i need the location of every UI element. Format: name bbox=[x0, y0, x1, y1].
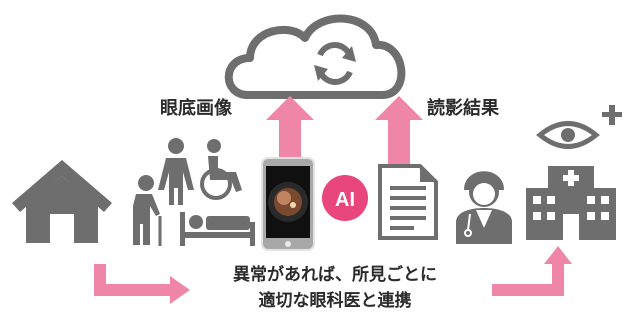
doctor-icon bbox=[456, 171, 512, 244]
document-icon bbox=[378, 164, 438, 240]
ai-badge-icon: AI bbox=[322, 175, 368, 221]
ai-label: AI bbox=[335, 189, 355, 211]
fundus-images-label: 眼底画像 bbox=[160, 98, 232, 119]
reading-results-label: 読影結果 bbox=[427, 98, 499, 119]
download-arrow bbox=[375, 96, 423, 164]
upload-arrow bbox=[266, 96, 314, 164]
referral-message: 異常があれば、所見ごとに 適切な眼科医と連携 bbox=[170, 262, 500, 314]
elderly-cane-icon bbox=[133, 175, 162, 246]
smartphone-fundus-icon bbox=[261, 157, 315, 251]
wheelchair-icon bbox=[200, 139, 242, 200]
standing-person-icon bbox=[158, 138, 194, 205]
cloud-sync-icon bbox=[224, 14, 406, 99]
bedridden-icon bbox=[180, 212, 255, 246]
house-icon bbox=[12, 160, 112, 243]
referral-message-line1: 異常があれば、所見ごとに bbox=[233, 265, 437, 285]
bottom-right-arrow bbox=[492, 246, 572, 296]
hospital-icon bbox=[526, 166, 616, 240]
bottom-left-arrow bbox=[94, 264, 190, 304]
referral-message-line2: 適切な眼科医と連携 bbox=[258, 291, 412, 311]
eye-plus-icon bbox=[536, 105, 622, 149]
